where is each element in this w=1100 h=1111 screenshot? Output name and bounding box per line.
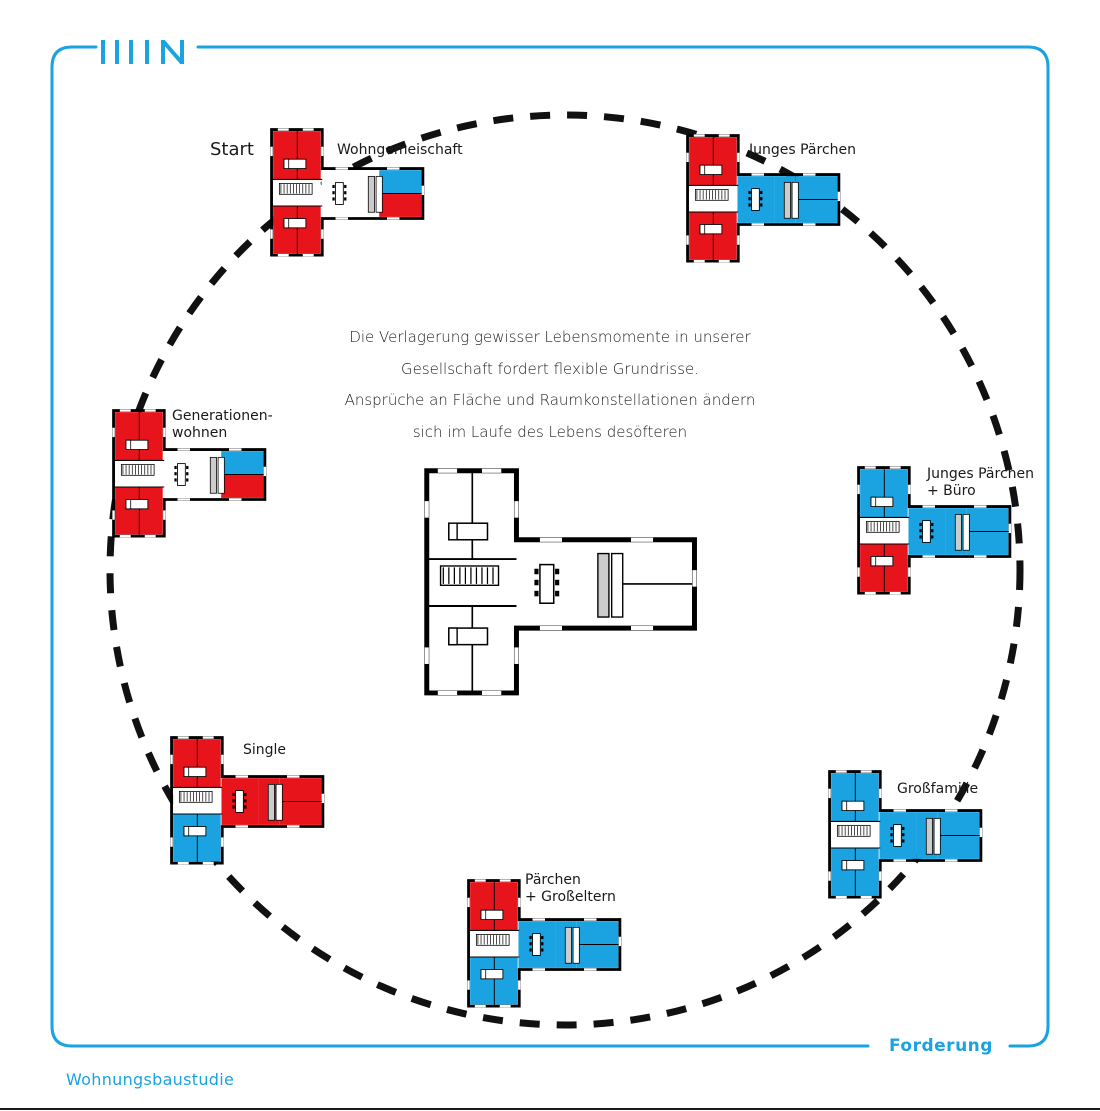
intro-line: Die Verlagerung gewisser Lebensmomente i… — [349, 328, 751, 346]
plan-label-line: + Großeltern — [525, 889, 616, 905]
plan-label: Single — [243, 742, 286, 759]
plan-label: Junges Pärchen+ Büro — [927, 466, 1034, 500]
intro-text: Die Verlagerung gewisser Lebensmomente i… — [320, 322, 780, 448]
plan-label-line: Wohngemeischaft — [337, 142, 463, 158]
section-title: Forderung — [889, 1036, 993, 1056]
intro-line: Ansprüche an Fläche und Raumkonstellatio… — [344, 391, 756, 409]
plan-label: Pärchen+ Großeltern — [525, 872, 616, 906]
plan-label-line: Großfamilie — [897, 781, 979, 797]
plan-label-line: Generationen- — [172, 408, 273, 424]
floor-plan-variant — [112, 409, 267, 538]
floor-plan-variant — [467, 879, 622, 1008]
frame — [50, 45, 1050, 1048]
floor-plan-variant — [270, 128, 425, 257]
floor-plan-variant — [828, 770, 983, 899]
central-floor-plan — [424, 468, 697, 696]
plan-label: Wohngemeischaft — [337, 142, 463, 159]
study-title: Wohnungsbaustudie — [66, 1070, 235, 1089]
plan-label-line: Junges Pärchen — [927, 466, 1035, 482]
plan-label: Großfamilie — [897, 781, 978, 798]
plan-label-line: wohnen — [172, 425, 228, 441]
plan-label: Junges Pärchen — [749, 142, 856, 159]
plans-layer — [112, 128, 1012, 1008]
life-cycle-circle — [106, 111, 1024, 1029]
bottom-rule — [0, 1108, 1100, 1110]
plan-label-line: Junges Pärchen — [749, 142, 857, 158]
start-label: Start — [210, 139, 254, 160]
plan-label-line: + Büro — [927, 483, 976, 499]
floor-plan-variant — [686, 134, 841, 263]
plan-label: Generationen-wohnen — [172, 408, 273, 442]
floor-plan-variant — [170, 736, 325, 865]
plan-label-line: Single — [243, 742, 287, 758]
intro-line: sich im Laufe des Lebens desöfteren — [412, 422, 688, 441]
plan-label-line: Pärchen — [525, 872, 581, 888]
intro-line: Gesellschaft fordert flexible Grundrisse… — [400, 359, 699, 378]
logo-icon — [101, 39, 184, 65]
floor-plan-variant — [857, 466, 1012, 595]
